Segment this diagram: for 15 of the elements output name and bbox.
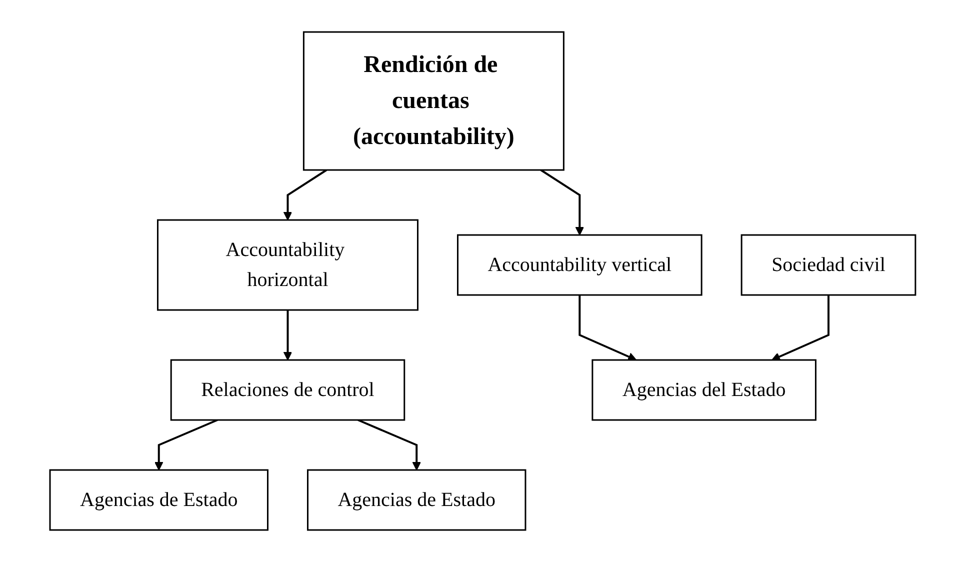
node-box: Agencias de Estado [307,468,526,530]
arrow [772,294,830,360]
node-box: Rendición de cuentas (accountability) [303,30,565,170]
arrow [358,418,422,470]
arrow [154,418,218,470]
node-box: Accountability horizontal [157,218,419,310]
node-box: Sociedad civil [741,234,916,296]
arrow [540,168,584,235]
node-box: Agencias de Estado [50,468,269,530]
node-box: Relaciones de control [170,358,406,420]
node-box: Agencias del Estado [592,358,817,420]
arrow [284,168,328,220]
arrow [284,310,292,360]
arrow [578,294,637,360]
node-box: Accountability vertical [457,234,703,296]
